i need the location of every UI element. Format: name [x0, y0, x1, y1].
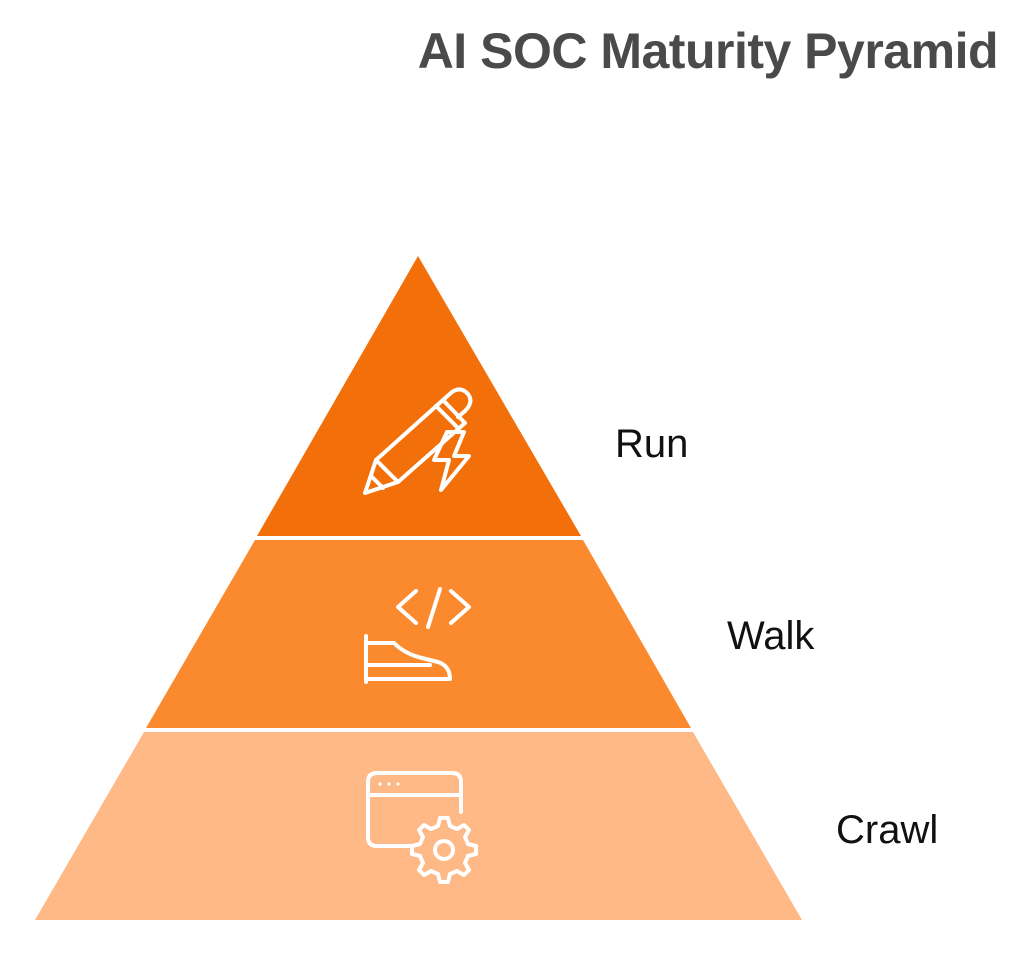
diagram-title: AI SOC Maturity Pyramid: [417, 23, 999, 79]
code-shoe-icon: [364, 587, 471, 684]
level-label-walk: Walk: [727, 614, 815, 658]
pen-lightning-icon: [363, 387, 473, 495]
level-label-crawl: Crawl: [836, 808, 939, 852]
tier-walk: [146, 540, 691, 728]
tier-run: [257, 256, 581, 536]
browser-gear-icon: [366, 771, 478, 884]
tier-crawl: [35, 732, 802, 920]
level-label-run: Run: [615, 422, 689, 466]
